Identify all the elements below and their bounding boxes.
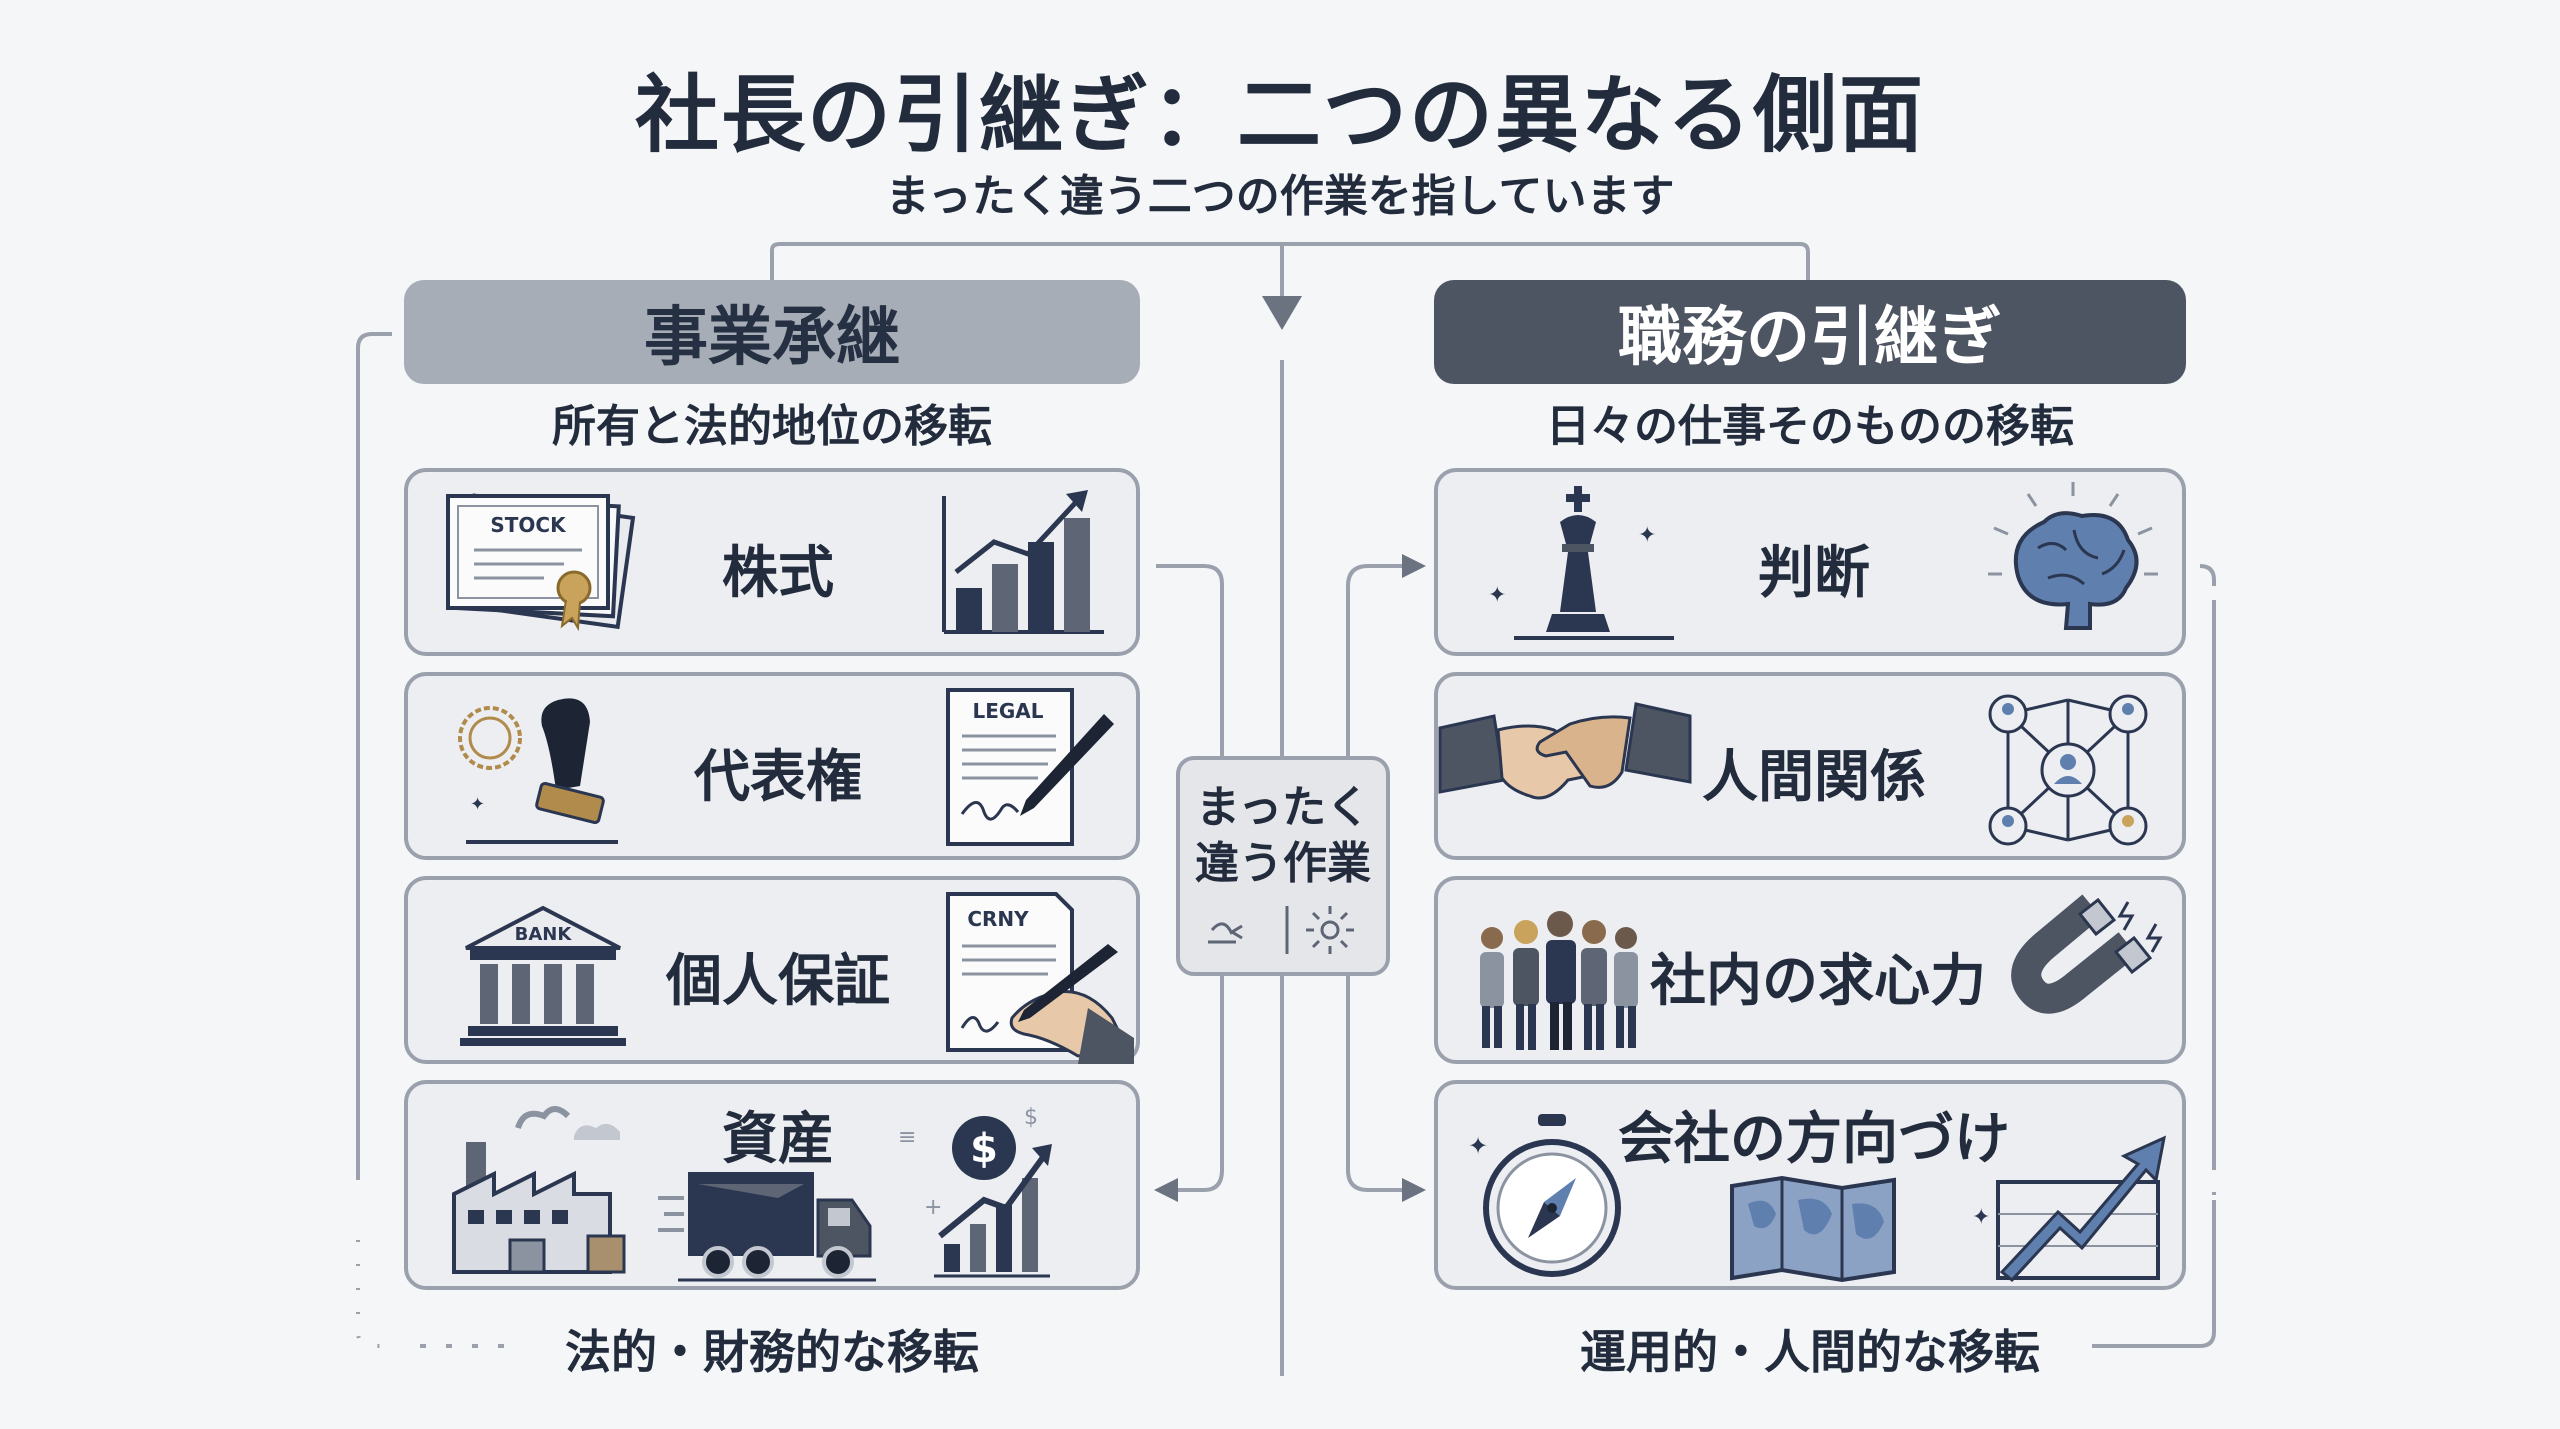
contract-doc-text: CRNY [967,907,1029,931]
chess-king-icon: ✦ ✦ [1488,486,1674,640]
card-relationships: 人間関係 [1434,672,2186,860]
card-stock: STOCK 株式 [404,468,1140,656]
signing-contract-icon: CRNY [946,892,1134,1064]
right-column-subheader: 日々の仕事そのものの移転 [1546,401,2074,452]
right-column-footer: 運用的・人間的な移転 [1580,1325,2040,1379]
left-column-footer: 法的・財務的な移転 [565,1325,979,1379]
card-personal-guarantee: BANK 個人保証 CRNY [404,876,1140,1064]
svg-text:✦: ✦ [1468,1132,1488,1160]
bar-chart-growth-icon [942,490,1104,634]
stock-certificate-icon: STOCK [446,493,636,632]
brain-icon [1988,482,2158,630]
left-column-subheader: 所有と法的地位の移転 [552,401,992,452]
card-label-representative-authority: 代表権 [694,745,862,810]
left-column-header: 事業承継 [404,280,1140,384]
card-company-direction: 会社の方向づけ ✦ ✦ [1434,1080,2186,1290]
world-map-icon [1730,1175,1896,1283]
card-label-internal-cohesion: 社内の求心力 [1650,949,1986,1014]
bank-icon: BANK [460,905,626,1046]
svg-text:+: + [924,1195,942,1220]
trend-arrow-icon: ✦ [1972,1135,2167,1283]
dollar-growth-icon: ≡ + $ $ [898,1105,1052,1278]
difference-icons [1208,906,1354,954]
svg-text:✦: ✦ [1972,1205,1990,1230]
difference-callout-text: まったく 違う作業 [1180,780,1386,892]
card-representative-authority: ✦ 代表権 LEGAL [404,672,1140,860]
bank-text: BANK [515,924,573,945]
svg-text:$: $ [970,1126,998,1172]
card-assets: 資産 ≡ + $ $ [404,1080,1140,1290]
magnet-icon [2011,894,2163,1014]
svg-text:✦: ✦ [1488,583,1506,608]
svg-text:≡: ≡ [898,1125,916,1150]
card-label-company-direction: 会社の方向づけ [1618,1107,2010,1172]
difference-line-2: 違う作業 [1195,838,1371,889]
handshake-icon [1438,702,1692,800]
legal-document-pen-icon: LEGAL [946,688,1114,846]
stock-doc-text: STOCK [490,513,567,537]
page-title: 社長の引継ぎ：二つの異なる側面 [634,66,1925,164]
compass-icon: ✦ [1468,1114,1621,1277]
legal-doc-text: LEGAL [972,699,1043,723]
difference-line-1: まったく [1195,782,1371,833]
difference-callout: まったく 違う作業 [1176,756,1390,976]
seal-stamp-icon: ✦ [458,698,618,844]
factory-icon [452,1106,626,1274]
team-group-icon [1480,911,1638,1050]
right-column-header: 職務の引継ぎ [1434,280,2186,384]
card-judgment: ✦ ✦ 判断 [1434,468,2186,656]
card-label-assets: 資産 [722,1107,834,1172]
svg-text:✦: ✦ [470,794,485,815]
card-label-relationships: 人間関係 [1702,745,1926,810]
delivery-truck-icon [658,1172,876,1282]
card-label-personal-guarantee: 個人保証 [666,949,890,1014]
svg-text:✦: ✦ [1638,523,1656,548]
card-label-judgment: 判断 [1758,541,1870,606]
page-subtitle: まったく違う二つの作業を指しています [885,171,1675,222]
network-people-icon [1988,694,2148,846]
svg-text:$: $ [1024,1105,1038,1130]
card-internal-cohesion: 社内の求心力 [1434,876,2186,1064]
card-label-stock: 株式 [722,541,834,606]
